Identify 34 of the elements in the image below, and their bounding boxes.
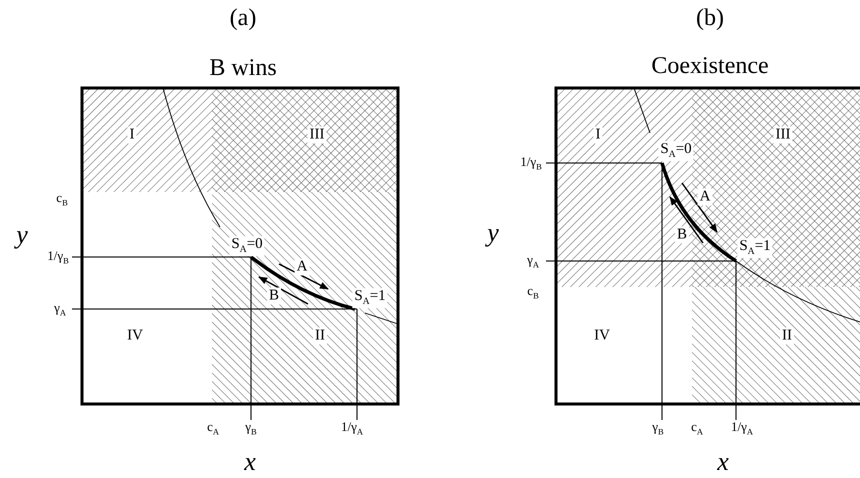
region-label: I <box>128 126 136 144</box>
axis-label: x <box>244 449 256 475</box>
region-label: II <box>313 328 327 344</box>
tick-label: γ$_{A}$ <box>54 300 66 318</box>
tick-label: 1/γ$_{B}$ <box>47 248 69 266</box>
point-label: S$_{A}$=0 <box>229 236 265 256</box>
region-label: III <box>774 126 792 144</box>
panel-label: (b) <box>696 6 724 30</box>
axis-label: y <box>16 222 28 248</box>
panel-label: (a) <box>230 6 256 30</box>
arrow-label: B <box>675 226 689 244</box>
tick-label: c$_{B}$ <box>56 190 68 208</box>
arrow-label: B <box>267 288 281 304</box>
tick-label: 1/γ$_{A}$ <box>731 420 753 436</box>
panel-title: B wins <box>209 56 277 80</box>
tick-label: c$_{A}$ <box>207 420 219 436</box>
axis-label: x <box>717 449 729 475</box>
arrow-label: A <box>294 258 310 276</box>
region-label: II <box>780 328 794 344</box>
arrow-label: A <box>698 188 712 206</box>
tick-label: γ$_{B}$ <box>652 420 664 436</box>
tick-label: c$_{B}$ <box>527 284 539 300</box>
tick-label: c$_{A}$ <box>691 420 703 436</box>
point-label: S$_{A}$=1 <box>737 238 773 258</box>
region-label: III <box>308 126 326 144</box>
axis-label: y <box>487 220 499 246</box>
tick-label: 1/γ$_{A}$ <box>341 420 363 436</box>
tick-label: γ$_{A}$ <box>527 252 539 270</box>
tick-label: γ$_{B}$ <box>245 420 257 436</box>
region-label: I <box>594 126 602 144</box>
panel-title: Coexistence <box>651 54 769 78</box>
point-label: S$_{A}$=0 <box>658 141 694 161</box>
tick-label: 1/γ$_{B}$ <box>520 154 542 172</box>
point-label: S$_{A}$=1 <box>352 288 388 308</box>
